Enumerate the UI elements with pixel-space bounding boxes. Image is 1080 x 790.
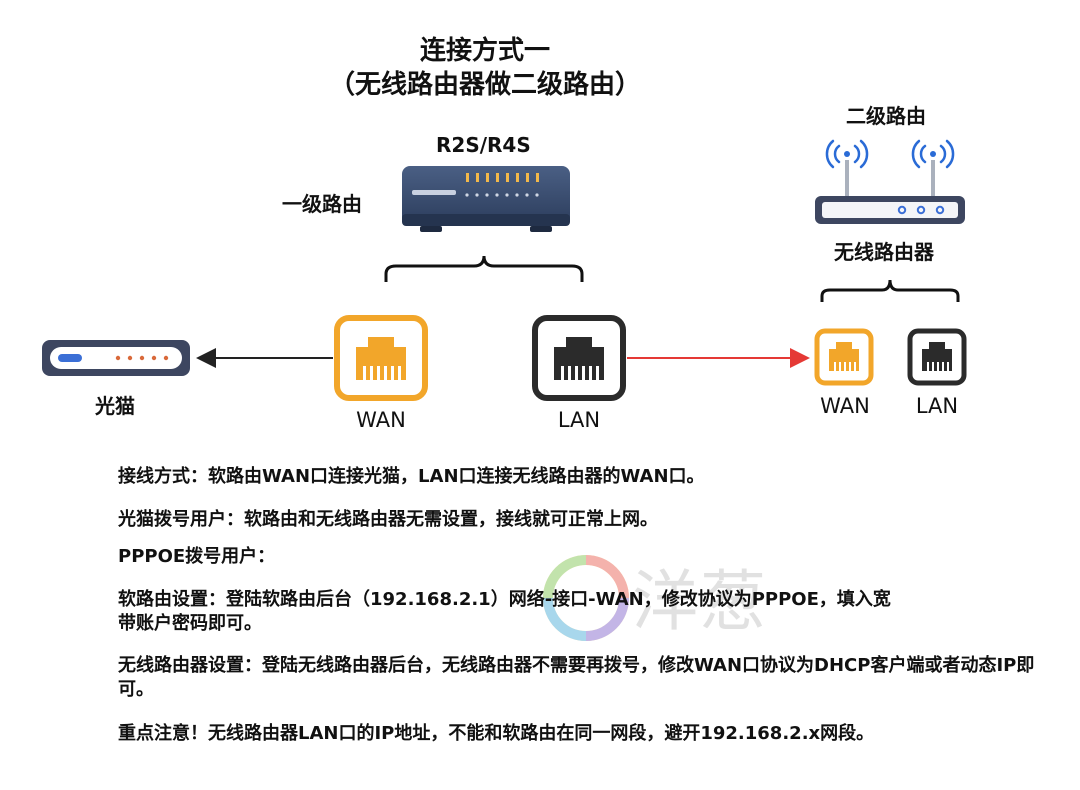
diagram-subtitle: （无线路由器做二级路由） — [328, 70, 641, 100]
primary-router-model: R2S/R4S — [436, 133, 531, 157]
wiring-method-note: 接线方式：软路由WAN口连接光猫，LAN口连接无线路由器的WAN口。 — [118, 466, 705, 487]
soft-router-icon — [402, 166, 570, 232]
onion-logo-icon — [543, 555, 629, 641]
watermark-text: 洋葱 — [632, 563, 768, 640]
modem-name: 光猫 — [95, 394, 135, 418]
secondary-router-name: 无线路由器 — [834, 240, 934, 264]
secondary-lan-port-icon — [907, 328, 967, 386]
soft-router-settings-note: 软路由设置：登陆软路由后台（192.168.2.1）网络-接口-WAN，修改协议… — [118, 589, 891, 634]
primary-lan-label: LAN — [557, 408, 601, 432]
secondary-wan-label: WAN — [820, 394, 870, 418]
primary-wan-port-icon — [334, 315, 428, 401]
modem-dialup-note: 光猫拨号用户：软路由和无线路由器无需设置，接线就可正常上网。 — [118, 509, 658, 530]
primary-router-brace — [384, 255, 584, 282]
primary-lan-port-icon — [532, 315, 626, 401]
important-warning-note: 重点注意！无线路由器LAN口的IP地址，不能和软路由在同一网段，避开192.16… — [118, 723, 875, 744]
diagram-title: 连接方式一 — [419, 36, 550, 66]
modem-icon — [42, 340, 190, 376]
secondary-lan-label: LAN — [915, 394, 959, 418]
primary-router-role: 一级路由 — [282, 192, 362, 216]
wireless-router-settings-note: 无线路由器设置：登陆无线路由器后台，无线路由器不需要再拨号，修改WAN口协议为D… — [118, 655, 1035, 700]
secondary-wan-port-icon — [814, 328, 874, 386]
secondary-router-role: 二级路由 — [846, 104, 926, 128]
secondary-router-brace — [820, 279, 960, 302]
primary-wan-label: WAN — [356, 408, 406, 432]
wireless-router-icon — [815, 139, 965, 224]
pppoe-heading: PPPOE拨号用户： — [118, 546, 276, 567]
